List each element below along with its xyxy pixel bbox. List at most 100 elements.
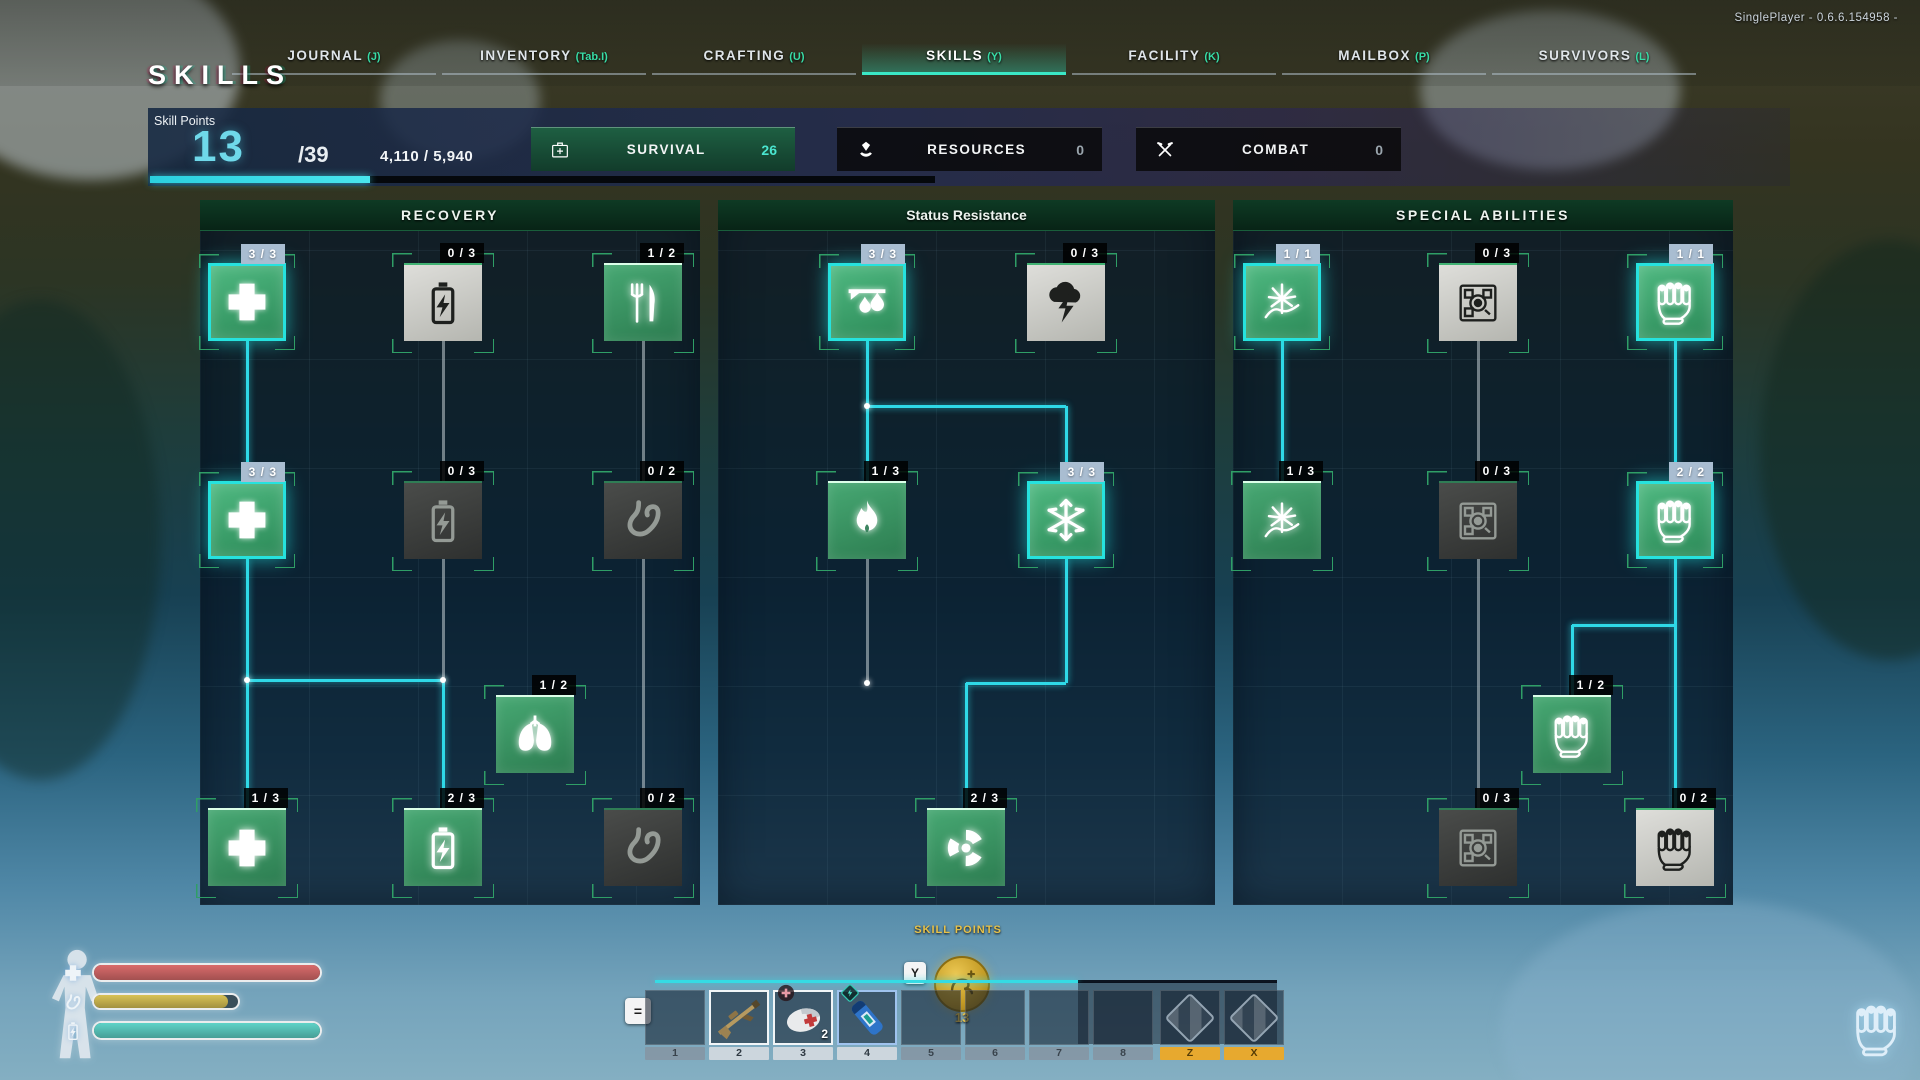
hotbar-slot-7[interactable] [1029,990,1089,1045]
medkit-case-icon [552,142,568,157]
skill-node-fire[interactable]: 1 / 3 [816,461,918,571]
skill-level-badge: 0 / 3 [439,461,484,481]
skill-points-label: Skill Points [154,114,216,128]
skill-node-battery[interactable]: 0 / 3 [392,243,494,353]
energy-bar-fill [94,1023,320,1038]
skill-level-badge: 2 / 2 [1668,462,1713,482]
footer-skill-points-label: SKILL POINTS [914,924,1002,936]
skill-node-starburst[interactable]: 1 / 3 [1231,461,1333,571]
skill-node-battery[interactable]: 2 / 3 [392,788,494,898]
category-resources-button[interactable]: RESOURCES 0 [837,127,1102,171]
qrscan-icon [1459,284,1497,322]
melee-mode-icon[interactable] [1846,998,1908,1060]
skill-level-badge: 1 / 3 [1278,461,1323,481]
starburst-icon [1264,502,1300,538]
skill-node-fist[interactable]: 0 / 2 [1624,788,1726,898]
skill-node-battery[interactable]: 0 / 3 [392,461,494,571]
skill-node-radiation[interactable]: 2 / 3 [915,788,1017,898]
skill-level-badge: 0 / 2 [639,788,684,808]
skill-node-fist[interactable]: 1 / 1 [1627,244,1723,350]
skill-level-badge: 2 / 3 [439,788,484,808]
tab-journal[interactable]: JOURNAL(J) [232,40,436,75]
skill-level-badge: 0 / 3 [1062,243,1107,263]
skill-node-snowflake[interactable]: 3 / 3 [1018,462,1114,568]
skill-level-badge: 1 / 3 [243,788,288,808]
skill-node-qrscan[interactable]: 0 / 3 [1427,788,1529,898]
tab-crafting[interactable]: CRAFTING(U) [652,40,856,75]
skill-node-stomach[interactable]: 0 / 2 [592,461,694,571]
fist-icon [1657,828,1691,871]
tab-label: INVENTORY [480,48,572,63]
hotbar-slot-8[interactable] [1093,990,1153,1045]
skill-node-storm[interactable]: 0 / 3 [1015,243,1117,353]
hotbar-key-label: 6 [965,1047,1025,1060]
hotbar-cell-4: 4 [837,984,897,1060]
skill-node-qrscan[interactable]: 0 / 3 [1427,461,1529,571]
skill-node-cross[interactable]: 3 / 3 [199,244,295,350]
fist-icon [1554,715,1588,758]
hotbar-slot-Z[interactable] [1160,990,1220,1045]
background-scenery [1760,240,1920,660]
hotbar-slot-4[interactable] [837,984,897,1045]
footer-xp-bar [655,980,1277,983]
hotbar-slot-1[interactable] [645,990,705,1045]
tab-mailbox[interactable]: MAILBOX(P) [1282,40,1486,75]
skill-connection-line [1064,406,1068,481]
skill-node-lungs[interactable]: 1 / 2 [484,675,586,785]
battery-icon [431,500,455,543]
category-count: 26 [761,141,777,158]
skill-node-cross[interactable]: 3 / 3 [199,462,295,568]
hotbar-slot-3[interactable]: 2 [773,984,833,1045]
skill-connection-line [1572,623,1675,627]
tab-inventory[interactable]: INVENTORY(Tab.I) [442,40,646,75]
skill-level-badge: 2 / 3 [962,788,1007,808]
tab-facility[interactable]: FACILITY(K) [1072,40,1276,75]
hotbar-cell-6: 6 [965,990,1025,1060]
skill-node-fist[interactable]: 2 / 2 [1627,462,1723,568]
hunger-bar-fill [94,995,228,1008]
starburst-icon [1264,283,1300,319]
hotbar-cell-7: 7 [1029,990,1089,1060]
hotbar-slot-2[interactable] [709,990,769,1045]
canister-icon [851,1000,883,1035]
skill-level-badge: 1 / 1 [1668,244,1713,264]
skill-connection-line [1476,341,1480,481]
footer-xp-bar-fill [655,980,1078,983]
section-title: RECOVERY [200,200,700,231]
skill-node-forkknife[interactable]: 1 / 2 [592,243,694,353]
skill-points-coin[interactable] [934,956,990,1012]
tab-label: CRAFTING [703,48,786,63]
lungs-icon [518,715,552,751]
fist-icon [1657,282,1691,325]
skill-node-qrscan[interactable]: 0 / 3 [1427,243,1529,353]
tab-keybind: (U) [789,51,805,63]
y-keybind: Y [904,962,926,984]
skill-connection-line [1673,341,1677,481]
skill-node-cross[interactable]: 1 / 3 [196,788,298,898]
tab-keybind: (L) [1635,51,1650,63]
skill-level-badge: 0 / 3 [1474,788,1519,808]
skill-node-stomach[interactable]: 0 / 2 [592,788,694,898]
skill-connection-line [865,559,869,683]
tab-skills[interactable]: SKILLS(Y) [862,40,1066,75]
build-version-text: SinglePlayer - 0.6.6.154958 - [1734,12,1898,24]
skill-node-fist[interactable]: 1 / 2 [1521,675,1623,785]
hotbar-key-label: 3 [773,1047,833,1060]
section-title: SPECIAL ABILITIES [1233,200,1733,231]
hotbar-slot-X[interactable] [1224,990,1284,1045]
skill-node-waterdrops[interactable]: 3 / 3 [819,244,915,350]
tab-label: MAILBOX [1338,48,1412,63]
hotbar-slot-5[interactable] [901,990,961,1045]
category-survival-button[interactable]: SURVIVAL 26 [531,127,795,171]
tab-label: FACILITY [1128,48,1201,63]
skill-connection-line [441,680,445,808]
energy-badge-icon [841,984,859,1002]
skill-level-badge: 0 / 3 [439,243,484,263]
tab-keybind: (J) [367,51,381,63]
category-combat-button[interactable]: COMBAT 0 [1136,127,1401,171]
skill-node-starburst[interactable]: 1 / 1 [1234,244,1330,350]
tab-survivors[interactable]: SURVIVORS(L) [1492,40,1696,75]
hotbar-slot-6[interactable] [965,990,1025,1045]
skill-connection-line [1280,341,1284,481]
